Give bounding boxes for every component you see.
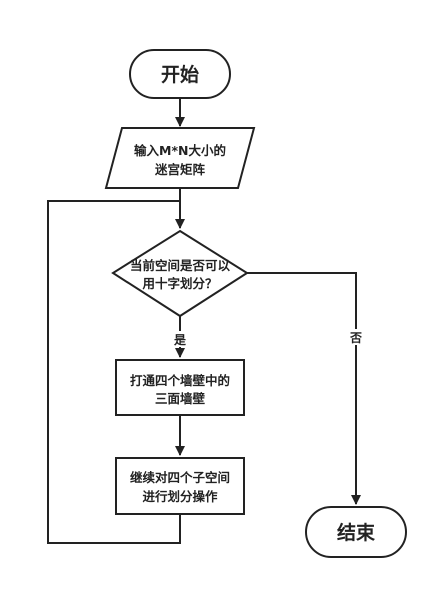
decision-label-line-1: 当前空间是否可以 [130,258,231,273]
end-label: 结束 [337,521,376,544]
input-label-line-2: 迷宫矩阵 [154,162,206,177]
yes-edge-label: 是 [173,333,187,347]
start-node: 开始 [129,49,231,99]
connector-decision-to-end [247,272,361,505]
open-walls-label-line-1: 打通四个墙壁中的 [130,373,230,388]
recurse-label-line-1: 继续对四个子空间 [130,470,230,485]
decision-node: 当前空间是否可以 用十字划分？ [111,229,249,318]
recurse-label-line-2: 进行划分操作 [142,489,218,504]
no-edge-label: 否 [349,331,362,345]
decision-label-line-2: 用十字划分？ [141,276,217,291]
open-walls-label-line-2: 三面墙壁 [155,391,206,406]
connector-loop-back [47,200,181,544]
end-node: 结束 [305,506,407,558]
open-walls-node: 打通四个墙壁中的 三面墙壁 [115,359,245,416]
input-node: 输入M*N大小的 迷宫矩阵 [104,127,256,189]
start-label: 开始 [161,63,199,86]
input-label-line-1: 输入M*N大小的 [134,143,226,158]
recurse-node: 继续对四个子空间 进行划分操作 [115,457,245,515]
